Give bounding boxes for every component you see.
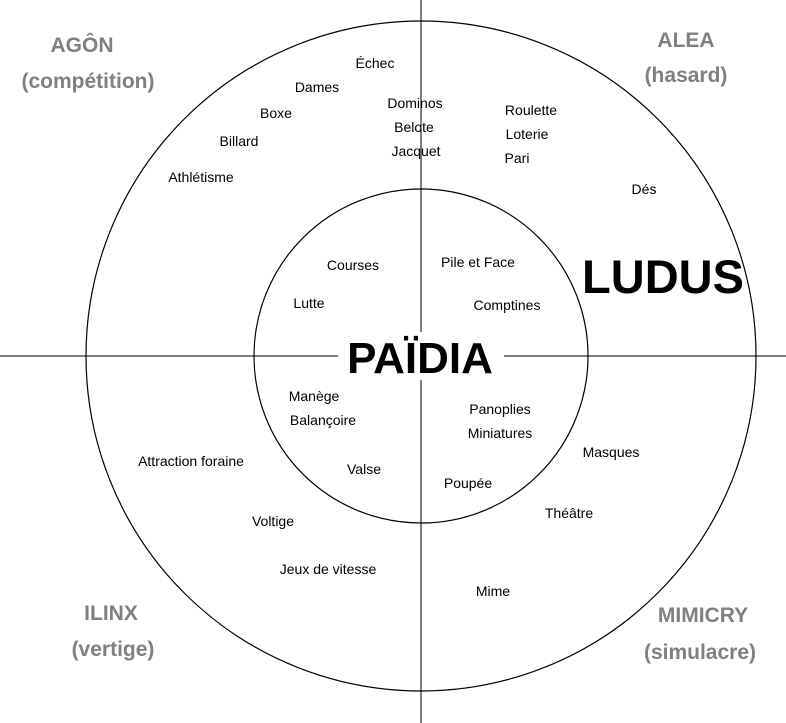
game-label: Balançoire: [290, 412, 356, 428]
game-label: Boxe: [260, 105, 292, 121]
quadrant-subtitle-mimicry: (simulacre): [644, 641, 756, 664]
game-label: Jacquet: [391, 143, 440, 159]
quadrant-name-mimicry: MIMICRY: [658, 604, 748, 627]
game-label: Courses: [327, 257, 379, 273]
game-label: Poupée: [444, 475, 492, 491]
inner-circle: [253, 188, 589, 524]
game-label: Dominos: [387, 95, 442, 111]
center-title: PAÏDIA: [347, 334, 493, 383]
game-label: Dés: [632, 181, 657, 197]
game-label: Masques: [583, 444, 640, 460]
game-label: Panoplies: [469, 401, 531, 417]
game-label: Athlétisme: [168, 169, 234, 185]
game-label: Échec: [356, 55, 395, 71]
game-label: Dames: [295, 79, 339, 95]
game-label: Lutte: [293, 295, 324, 311]
game-label: Billard: [220, 133, 259, 149]
game-label: Loterie: [506, 126, 549, 142]
game-label: Mime: [476, 583, 510, 599]
game-label: Manège: [289, 388, 340, 404]
outer-title: LUDUS: [582, 250, 744, 303]
outer-circle: [85, 20, 757, 692]
game-label: Valse: [347, 461, 381, 477]
game-label: Pari: [505, 150, 530, 166]
quadrant-subtitle-alea: (hasard): [645, 64, 728, 87]
game-label: Comptines: [474, 297, 541, 313]
game-label: Miniatures: [468, 425, 533, 441]
game-label: Pile et Face: [441, 254, 515, 270]
quadrant-name-alea: ALEA: [657, 29, 714, 52]
game-label: Attraction foraine: [138, 453, 244, 469]
quadrant-name-ilinx: ILINX: [84, 602, 138, 625]
quadrant-subtitle-ilinx: (vertige): [72, 638, 155, 661]
quadrant-subtitle-agon: (compétition): [22, 70, 155, 93]
game-label: Théâtre: [545, 505, 593, 521]
center-title-backing-inner: [340, 334, 502, 378]
game-label: Roulette: [505, 102, 557, 118]
game-label: Jeux de vitesse: [280, 561, 377, 577]
quadrant-name-agon: AGÔN: [51, 33, 114, 57]
game-label: Voltige: [252, 513, 294, 529]
game-label: Belote: [394, 119, 434, 135]
